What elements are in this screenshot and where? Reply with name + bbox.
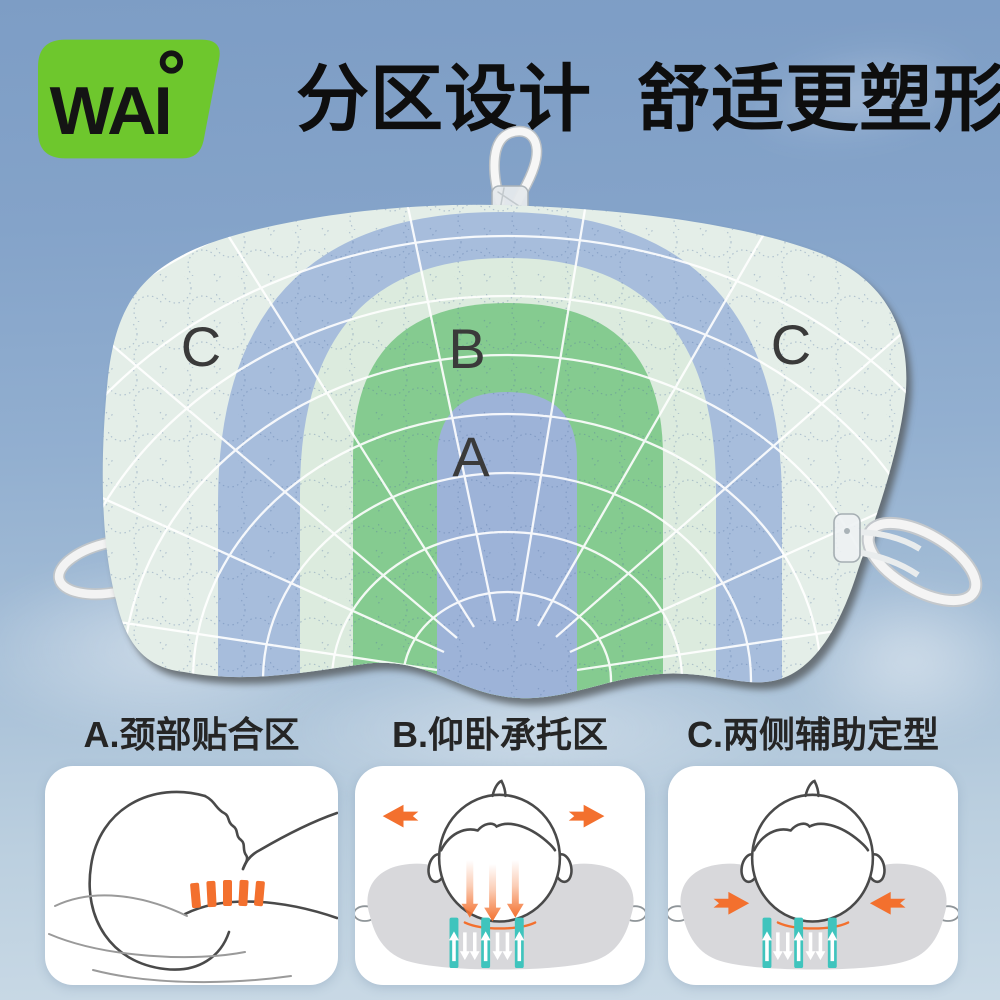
legend-label-c: C.两侧辅助定型 [686,714,939,755]
top-hanging-loop-cord [488,125,543,214]
legend-panel-c [668,766,958,985]
side-shaping-illustration [668,779,958,971]
pillow-contour-sketch [48,894,292,984]
legend-section-a: A.颈部贴合区 [45,712,338,985]
legend-section-b: B.仰卧承托区 [355,712,645,985]
legend-section-c: C.两侧辅助定型 [668,712,958,985]
supine-support-illustration [355,779,645,971]
quilt-texture [102,204,907,699]
legend-panel-b [355,766,645,985]
legend-panel-a [45,766,338,985]
head-profile-sketch [88,790,338,971]
zone-letter-c-right: C [770,313,812,376]
logo-text: WAI [50,73,170,149]
brand-logo: WAI [38,39,220,159]
legend-label-b: B.仰卧承托区 [391,714,608,755]
zone-letter-a: A [452,425,490,488]
pillow-product-image [53,125,983,706]
logo-ring-icon [159,50,184,74]
legend-label-a: A.颈部贴合区 [83,714,300,755]
right-cord-loop [833,513,983,608]
page-title: 分区设计 舒适更塑形 [296,59,1000,140]
zone-letter-c-left: C [180,315,222,378]
side-sleep-neck-fit-illustration [48,790,338,984]
neck-pressure-dashes-icon [190,879,265,909]
pressure-down-arrows-icon [461,860,524,922]
zone-letter-b: B [448,317,486,380]
